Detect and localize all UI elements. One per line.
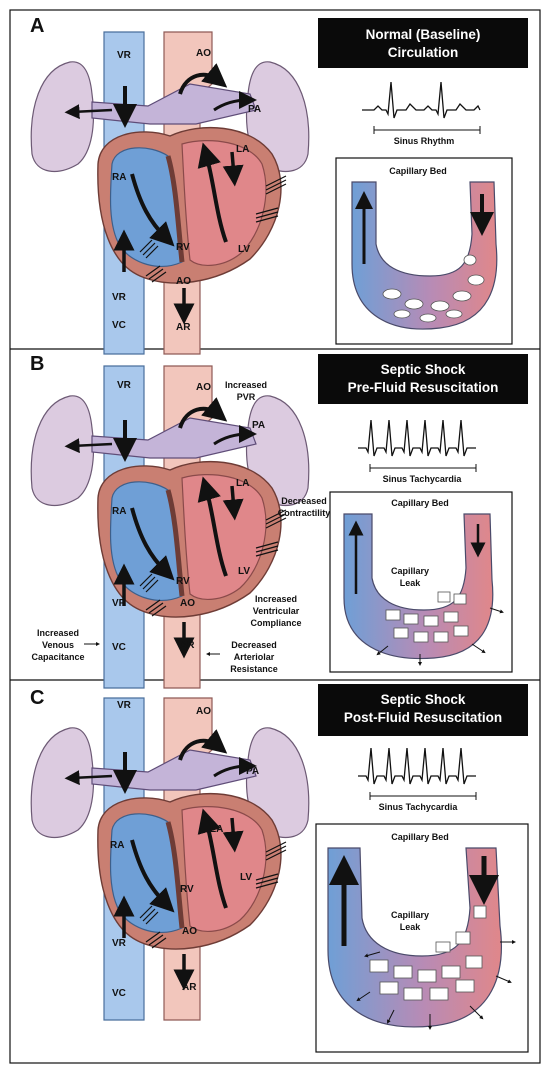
capillary-leak-line-1: Capillary xyxy=(391,566,429,576)
ar-label: AR xyxy=(176,322,191,333)
capillary-bed: Capillary Bed xyxy=(335,157,513,345)
pa-label: PA xyxy=(248,104,261,115)
ra-label: RA xyxy=(112,506,126,517)
panel-letter: B xyxy=(30,353,44,375)
title-box xyxy=(318,684,528,736)
arteriolar-line-2: Arteriolar xyxy=(234,652,275,662)
vc-label: VC xyxy=(112,988,126,999)
vr-bottom-label: VR xyxy=(112,598,127,609)
pa-label: PA xyxy=(246,766,259,777)
ra-label: RA xyxy=(112,172,126,183)
lv-label: LV xyxy=(238,244,250,255)
contractility-line-1: Decreased xyxy=(281,496,327,506)
capillary-bed: Capillary Bed Capillary Leak xyxy=(329,491,513,673)
title-line-2: Pre-Fluid Resuscitation xyxy=(348,380,499,395)
capillary-bed-title: Capillary Bed xyxy=(389,166,447,176)
ekg-trace xyxy=(358,419,477,473)
panel-letter: A xyxy=(30,15,44,37)
pvr-line-1: Increased xyxy=(225,380,267,390)
la-label: LA xyxy=(236,478,249,489)
outer-frame xyxy=(9,9,541,1064)
venous-line-1: Increased xyxy=(37,628,79,638)
pvr-line-2: PVR xyxy=(237,392,256,402)
rhythm-label: Sinus Tachycardia xyxy=(383,474,463,484)
title-box xyxy=(318,354,528,404)
capillary-leak-line-2: Leak xyxy=(400,922,422,932)
ra-label: RA xyxy=(110,840,124,851)
pa-label: PA xyxy=(252,420,265,431)
rhythm-label: Sinus Rhythm xyxy=(394,136,455,146)
capillary-bed-title: Capillary Bed xyxy=(391,832,449,842)
capillary-leak-line-2: Leak xyxy=(400,578,422,588)
venous-line-3: Capacitance xyxy=(31,652,84,662)
ao-bottom-label: AO xyxy=(180,598,195,609)
ao-bottom-label: AO xyxy=(182,926,197,937)
vr-label: VR xyxy=(117,380,132,391)
vc-label: VC xyxy=(112,320,126,331)
vr-label: VR xyxy=(117,700,132,711)
ar-label: AR xyxy=(182,982,197,993)
ekg-trace xyxy=(362,81,481,135)
panel-b: B VR AO PA LA RA RV LV VR VC AO AR Incre… xyxy=(30,353,528,688)
vc-label: VC xyxy=(112,642,126,653)
panel-letter: C xyxy=(30,687,44,709)
title-line-1: Normal (Baseline) xyxy=(366,27,481,42)
capillary-leak-line-1: Capillary xyxy=(391,910,429,920)
ao-label: AO xyxy=(196,706,211,717)
ao-bottom-label: AO xyxy=(176,276,191,287)
lv-label: LV xyxy=(240,872,252,883)
compliance-line-3: Compliance xyxy=(250,618,301,628)
ar-label: AR xyxy=(180,640,195,651)
vr-label: VR xyxy=(117,50,132,61)
vr-bottom-label: VR xyxy=(112,938,127,949)
rv-label: RV xyxy=(180,884,194,895)
compliance-line-1: Increased xyxy=(255,594,297,604)
ao-label: AO xyxy=(196,382,211,393)
vr-bottom-label: VR xyxy=(112,292,127,303)
title-box xyxy=(318,18,528,68)
ao-label: AO xyxy=(196,48,211,59)
la-label: LA xyxy=(236,144,249,155)
panel-c: C VR AO PA LA RA RV LV VR VC AO AR Septi… xyxy=(30,684,529,1053)
la-label: LA xyxy=(210,824,223,835)
capillary-bed-title: Capillary Bed xyxy=(391,498,449,508)
lv-label: LV xyxy=(238,566,250,577)
venous-line-2: Venous xyxy=(42,640,74,650)
compliance-line-2: Ventricular xyxy=(253,606,300,616)
title-line-2: Post-Fluid Resuscitation xyxy=(344,710,502,725)
title-line-2: Circulation xyxy=(388,45,459,60)
title-line-1: Septic Shock xyxy=(381,362,466,377)
title-line-1: Septic Shock xyxy=(381,692,466,707)
rv-label: RV xyxy=(176,576,190,587)
arteriolar-line-3: Resistance xyxy=(230,664,278,674)
annotations: Increased PVR Decreased Contractility In… xyxy=(31,380,330,674)
ekg-trace xyxy=(358,747,477,801)
panel-a: A VR AO PA LA RA RV LV VR VC AO AR Norma… xyxy=(30,15,528,354)
contractility-line-2: Contractility xyxy=(278,508,331,518)
rv-label: RV xyxy=(176,242,190,253)
arteriolar-line-1: Decreased xyxy=(231,640,277,650)
rhythm-label: Sinus Tachycardia xyxy=(379,802,459,812)
capillary-bed: Capillary Bed Capillary Leak xyxy=(315,823,529,1053)
